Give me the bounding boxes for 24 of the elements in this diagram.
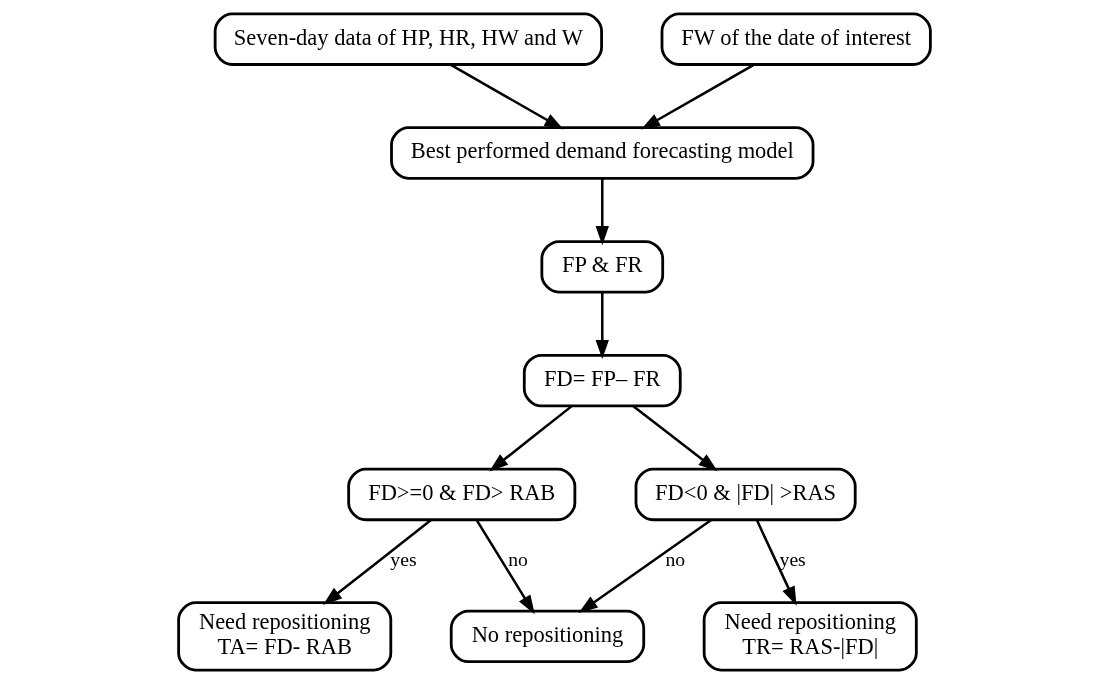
arrow xyxy=(632,405,718,472)
node-box: Best performed demand forecasting model xyxy=(390,126,815,180)
arrow xyxy=(755,519,797,606)
edge-label: no xyxy=(508,548,528,571)
edge-label: yes xyxy=(779,548,806,571)
node-box: FD>=0 & FD> RAB xyxy=(347,467,577,522)
node-box: Need repositioning TA= FD- RAB xyxy=(177,601,393,672)
arrow xyxy=(323,518,433,605)
node-box: Seven-day data of HP, HR, HW and W xyxy=(213,12,603,66)
node-box: FP & FR xyxy=(540,240,665,294)
arrow xyxy=(595,178,609,246)
arrow xyxy=(475,519,535,615)
arrow xyxy=(578,518,713,614)
arrow xyxy=(449,63,564,130)
arrow xyxy=(595,292,609,360)
edge-label: yes xyxy=(390,548,417,571)
arrow xyxy=(640,63,755,130)
edge-label: no xyxy=(665,548,686,571)
node-box: FW of the date of interest xyxy=(660,12,932,66)
node-box: No repositioning xyxy=(449,609,646,664)
node-box: FD= FP– FR xyxy=(522,353,682,408)
node-box: Need repositioning TR= RAS-|FD| xyxy=(702,601,918,672)
node-box: FD<0 & |FD| >RAS xyxy=(634,467,857,522)
arrow xyxy=(489,405,573,472)
